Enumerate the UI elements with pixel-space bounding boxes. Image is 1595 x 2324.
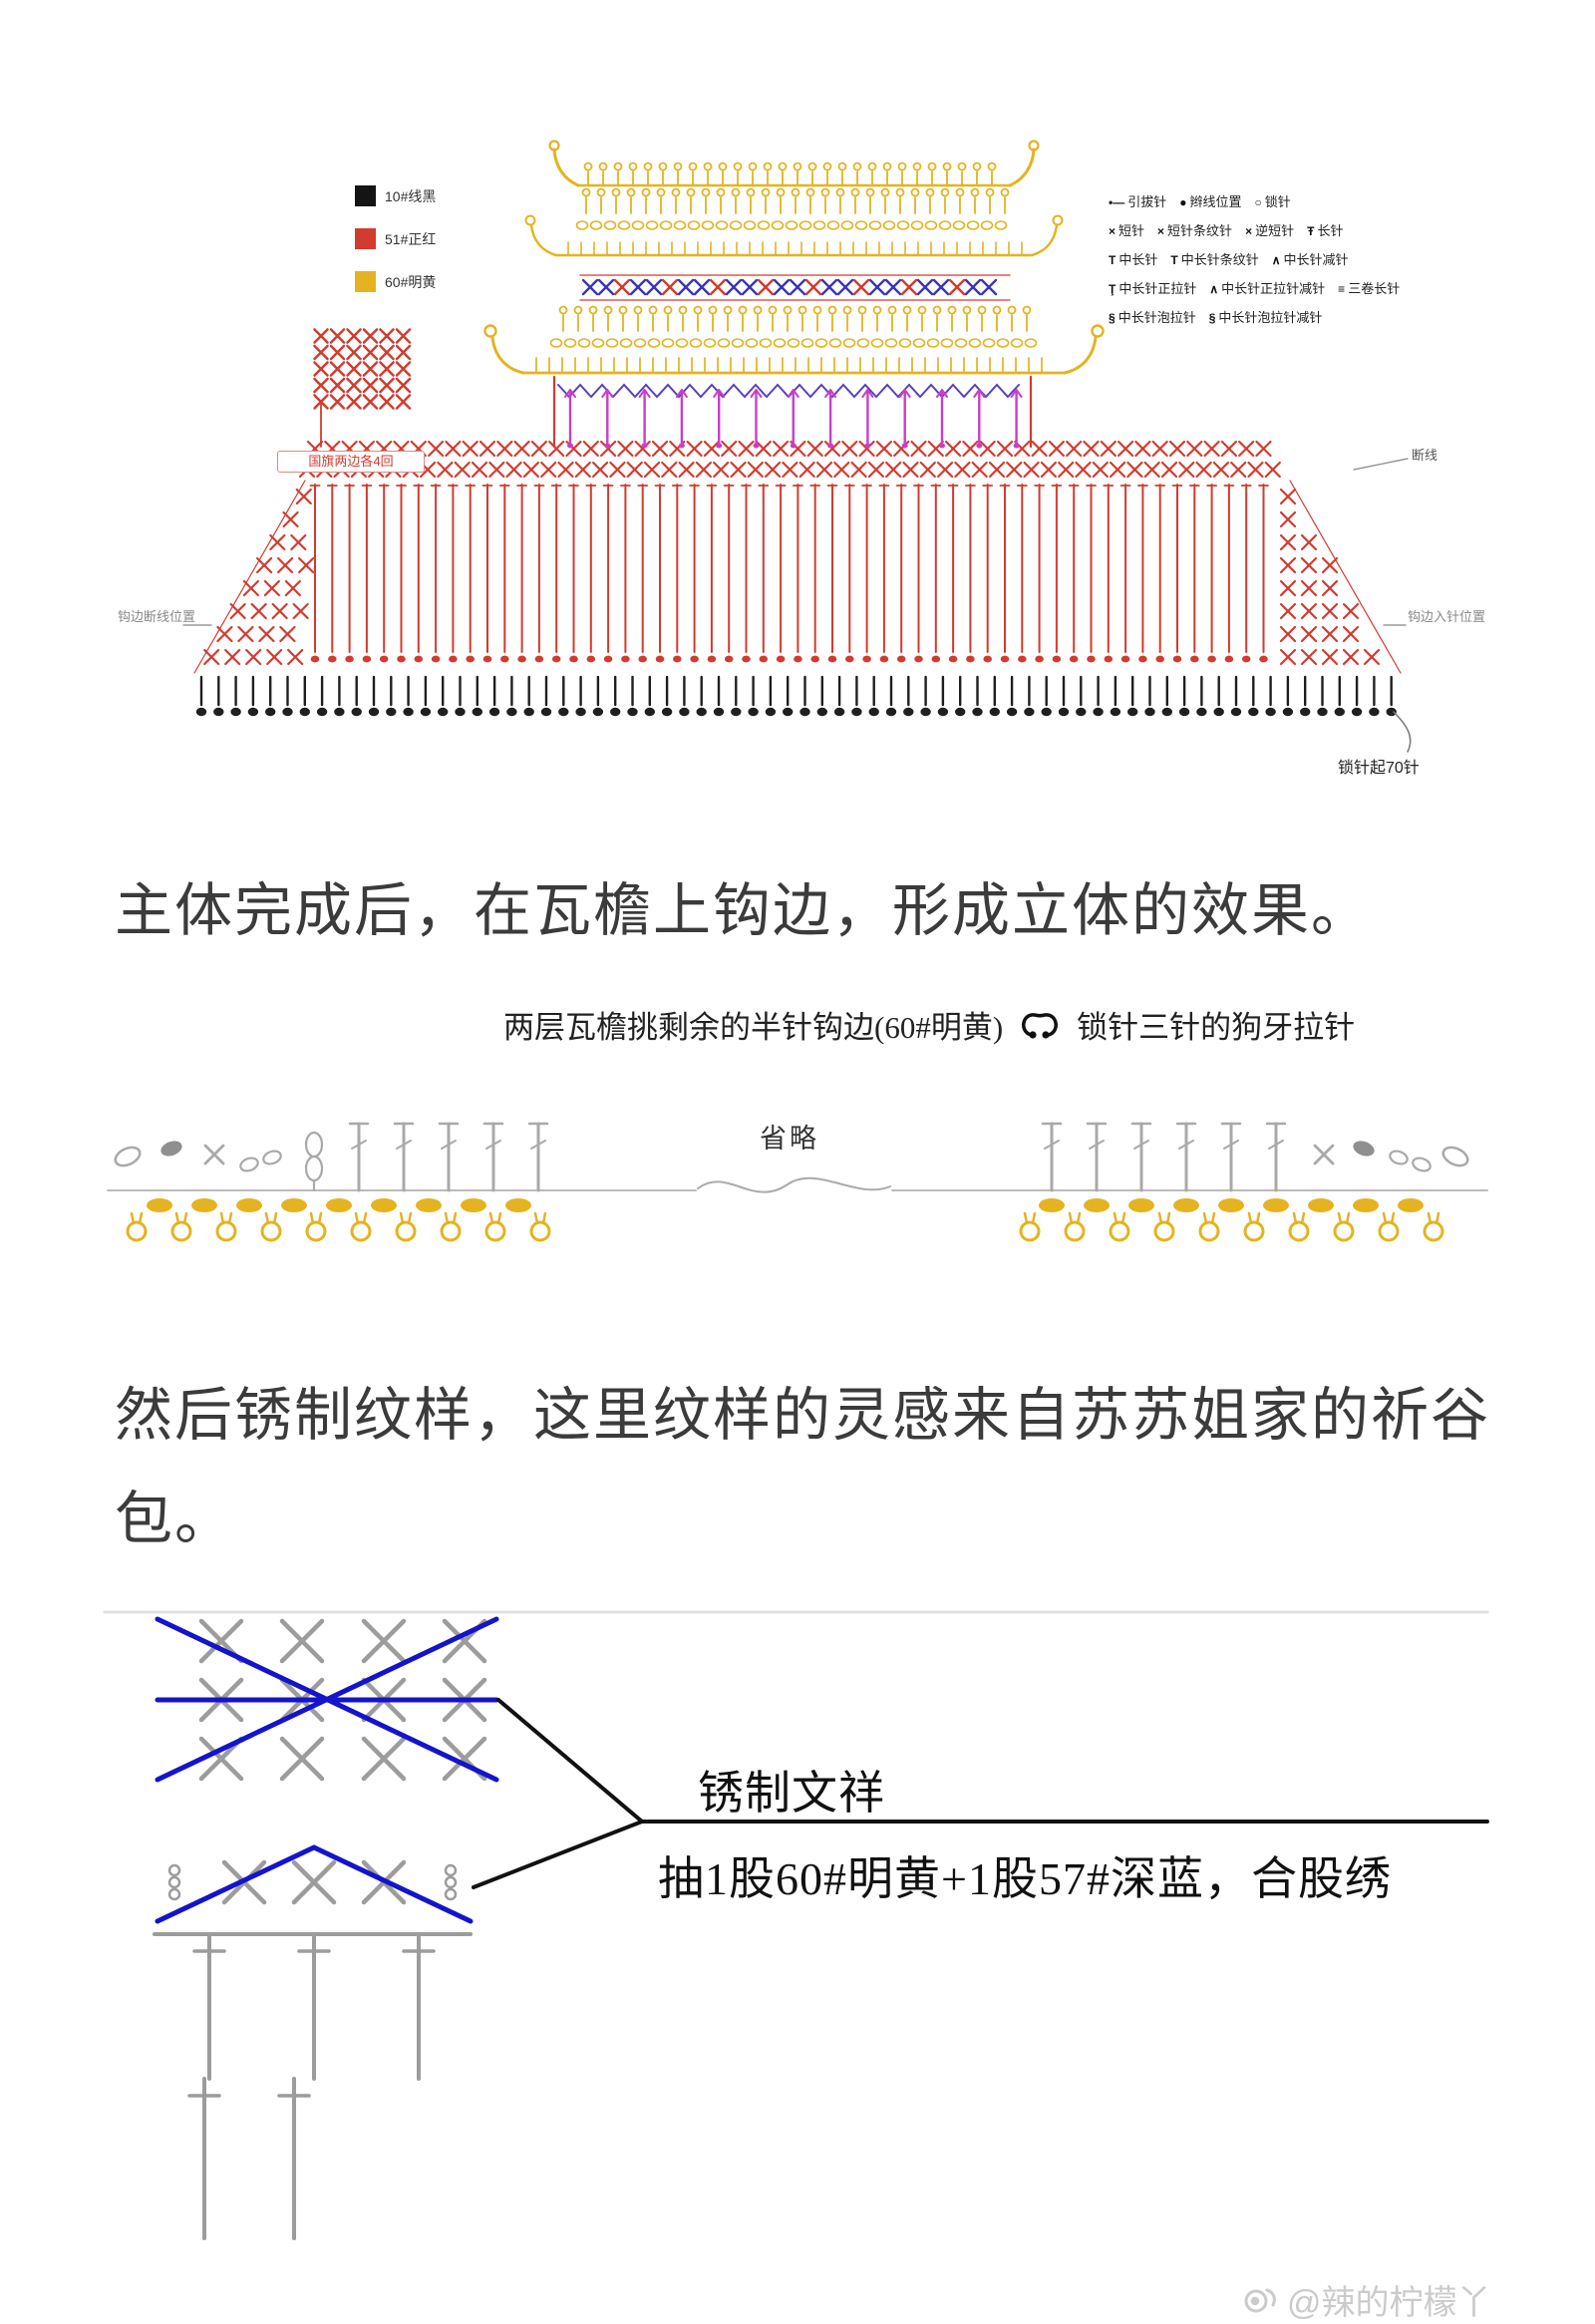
eave-caption: 两层瓦檐挑剩余的半针钩边(60#明黄) 锁针三针的狗牙拉针 bbox=[503, 1002, 1355, 1047]
picot-symbol-icon bbox=[1022, 1012, 1059, 1039]
legend-swatch-black bbox=[355, 185, 376, 206]
main-crochet-chart-svg bbox=[182, 140, 1412, 753]
stitch-legend-item: ○锁针 bbox=[1254, 194, 1291, 209]
eave-edging-chart-svg bbox=[107, 1122, 1488, 1242]
legend-label: 51#正红 bbox=[385, 230, 437, 247]
stitch-legend-item: ×短针条纹针 bbox=[1157, 223, 1233, 238]
watermark-eye-icon bbox=[1244, 2288, 1276, 2312]
watermark-text: @辣的柠檬丫 bbox=[1287, 2284, 1491, 2322]
chain-start-label: 锁针起70针 bbox=[1338, 760, 1420, 777]
stitch-legend-item: §中长针泡拉针减针 bbox=[1208, 310, 1323, 325]
stitch-legend-item: ≡三卷长针 bbox=[1338, 281, 1401, 296]
stitch-legend-item: ×短针 bbox=[1109, 223, 1145, 238]
break-thread-label: 断线 bbox=[1412, 448, 1438, 463]
section2-heading-line1: 然后锈制纹样，这里纹样的灵感来自苏苏姐家的祈谷 bbox=[115, 1383, 1491, 1448]
stitch-legend-item: ∧中长针减针 bbox=[1271, 252, 1349, 267]
edge-break-left-label: 钩边断线位置 bbox=[118, 609, 196, 624]
embroidery-detail: 抽1股60#明黄+1股57#深蓝，合股绣 bbox=[658, 1853, 1392, 1904]
eave-caption-right: 锁针三针的狗牙拉针 bbox=[1077, 1010, 1356, 1045]
embroidery-title: 锈制文祥 bbox=[698, 1768, 885, 1819]
legend-swatch-yellow bbox=[355, 271, 376, 292]
flag-note: 国旗两边各4回 bbox=[277, 451, 425, 473]
legend-label: 10#线黑 bbox=[385, 187, 437, 204]
omitted-label: 省略 bbox=[760, 1124, 819, 1154]
color-legend-row: 10#线黑 bbox=[355, 185, 436, 206]
legend-label: 60#明黄 bbox=[385, 273, 437, 290]
stitch-legend-item: ∧中长针正拉针减针 bbox=[1209, 281, 1326, 296]
stitch-legend-item: §中长针泡拉针 bbox=[1109, 310, 1196, 325]
stitch-legend-item: ●辫线位置 bbox=[1179, 194, 1242, 209]
color-legend-row: 51#正红 bbox=[355, 228, 436, 249]
legend-swatch-red bbox=[355, 228, 376, 249]
edge-entry-right-label: 钩边入针位置 bbox=[1408, 609, 1486, 624]
section2-heading: 然后锈制纹样，这里纹样的灵感来自苏苏姐家的祈谷 包。 bbox=[115, 1364, 1490, 1572]
embroidery-chart-svg bbox=[103, 1610, 1489, 2240]
section2-heading-line2: 包。 bbox=[115, 1487, 235, 1552]
stitch-legend-row: §中长针泡拉针 §中长针泡拉针减针 bbox=[1109, 307, 1428, 326]
section1-heading: 主体完成后，在瓦檐上钩边，形成立体的效果。 bbox=[115, 878, 1372, 943]
stitch-legend-item: •—引拔针 bbox=[1109, 194, 1167, 209]
color-legend: 10#线黑 51#正红 60#明黄 bbox=[355, 185, 436, 292]
watermark: @辣的柠檬丫 bbox=[1241, 2275, 1491, 2324]
stitch-legend-row: •—引拔针 ●辫线位置 ○锁针 bbox=[1109, 191, 1428, 210]
color-legend-row: 60#明黄 bbox=[355, 271, 436, 292]
stitch-legend-item: ×逆短针 bbox=[1245, 223, 1295, 238]
eave-caption-left: 两层瓦檐挑剩余的半针钩边(60#明黄) bbox=[503, 1010, 1004, 1045]
